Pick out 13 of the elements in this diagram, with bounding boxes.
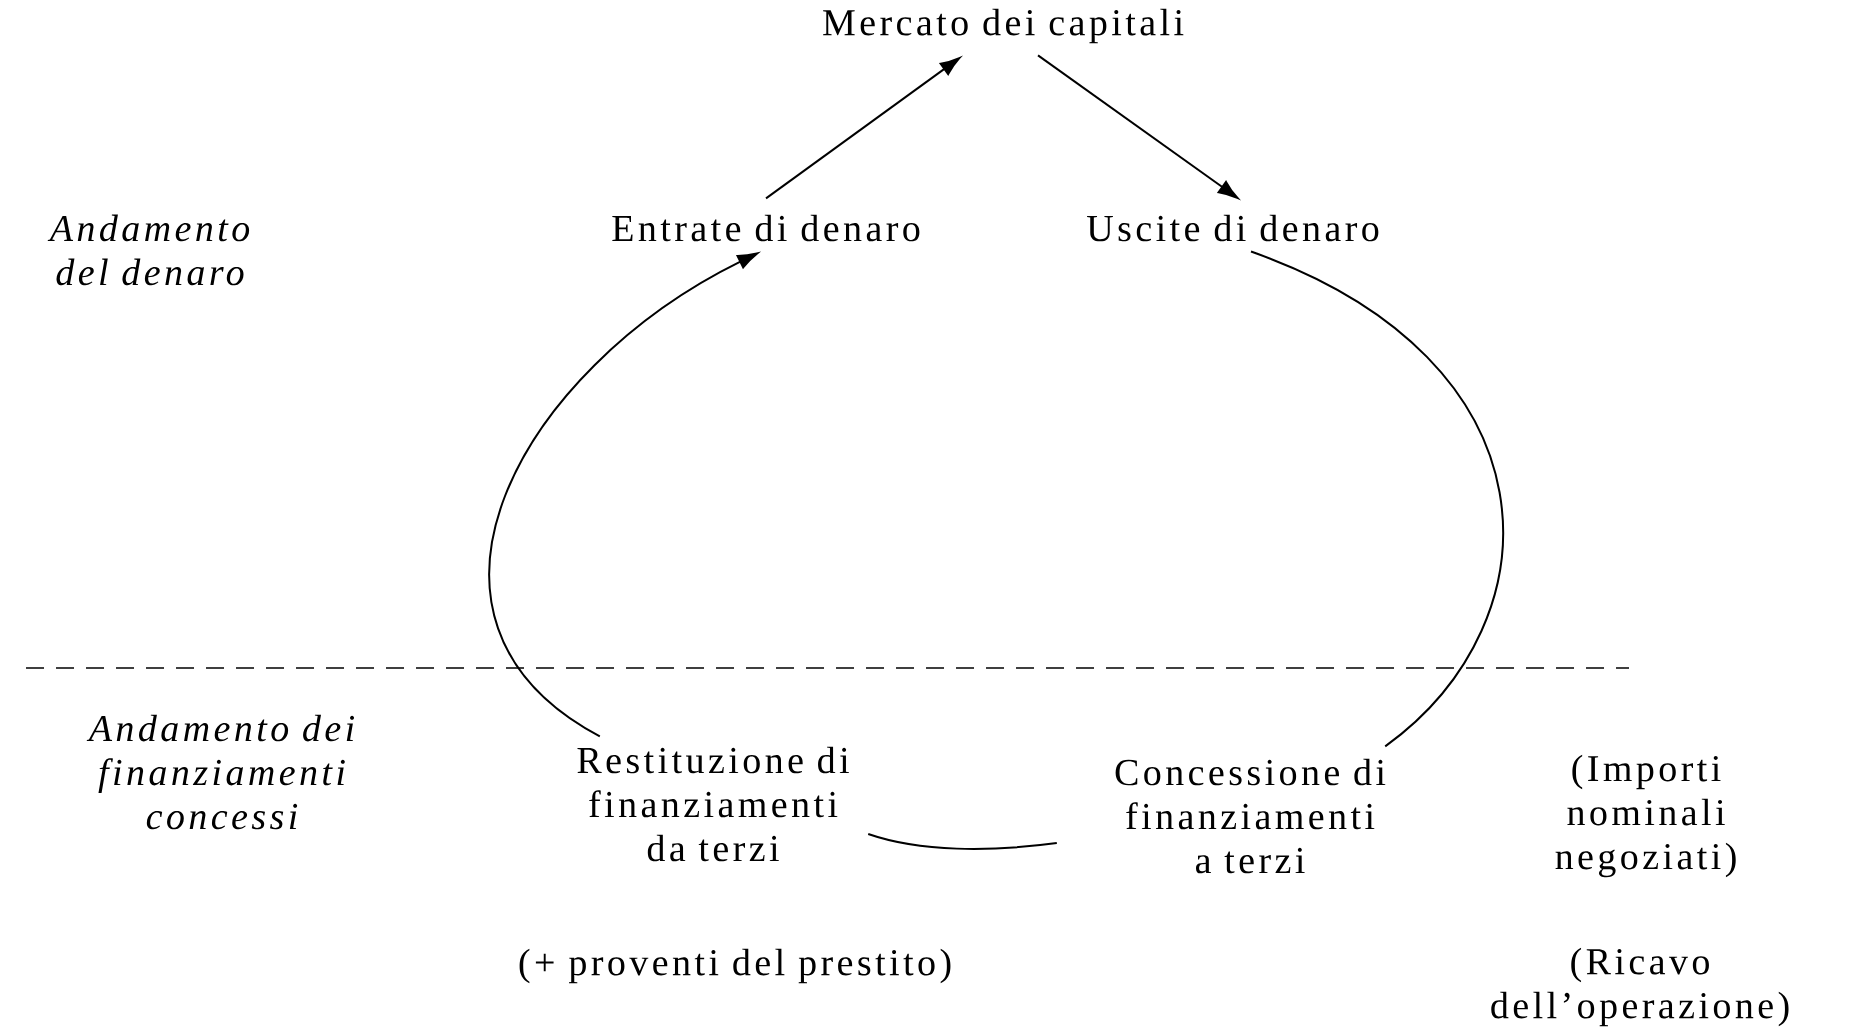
node-text: Restituzione di finanziamenti da terzi (577, 746, 849, 862)
node-text: Uscite di denaro (1087, 214, 1379, 242)
arrow (765, 57, 961, 200)
note: (Importi nominali negoziati) (1555, 754, 1736, 878)
note: (+ proventi del prestito) (519, 948, 951, 984)
section-heading: Andamento del denaro (47, 214, 250, 286)
node-text: Mercato dei capitali (823, 8, 1184, 44)
node-text: Concessione di finanziamenti a terzi (1115, 758, 1386, 874)
node-text: Entrate di denaro (612, 214, 920, 242)
note: (Ricavo dell’operazione) (1491, 947, 1789, 1027)
arrow (1037, 54, 1239, 199)
arrow (488, 252, 758, 738)
section-heading: Andamento dei finanziamenti concessi (86, 714, 355, 830)
